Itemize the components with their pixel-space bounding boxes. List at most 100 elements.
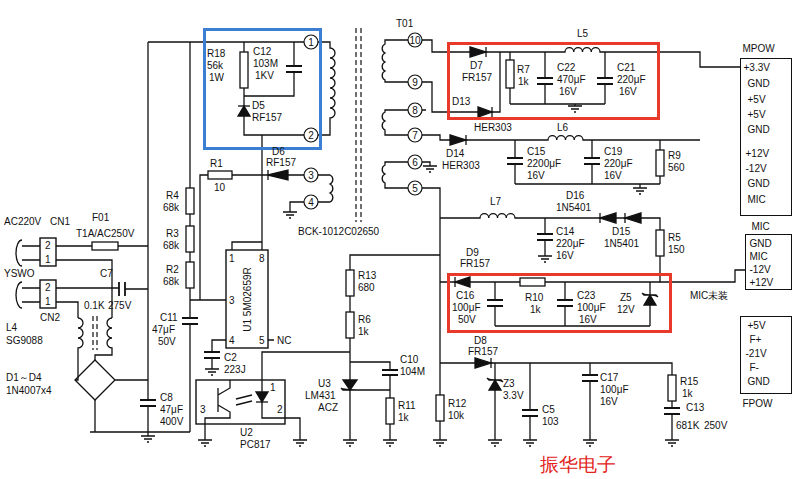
pin-label: +12V: [750, 277, 774, 288]
part-label: R13: [358, 270, 376, 281]
ground-symbol: [198, 440, 212, 446]
capacitor-symbol: [140, 400, 156, 406]
diode-symbol: [470, 47, 486, 57]
diode-symbol: [450, 135, 466, 145]
part-label: R5: [668, 232, 681, 243]
component-label: Z5: [620, 292, 632, 303]
part-label: R4: [166, 190, 179, 201]
part-label: 400V: [160, 416, 183, 427]
part-label: 1k: [358, 326, 369, 337]
pin-number: 6: [412, 157, 418, 168]
part-label: R1: [210, 158, 223, 169]
part-label: T01: [396, 18, 413, 29]
connector-title: MIC: [752, 221, 770, 232]
part-label: L7: [490, 196, 501, 207]
part-label: C2: [224, 352, 237, 363]
part-label: FR157: [460, 258, 490, 269]
resistor-symbol: [436, 395, 444, 421]
part-label: U2: [240, 427, 253, 438]
pin-number: 7: [412, 130, 418, 141]
ic-body: [226, 250, 268, 348]
part-label: D15: [612, 226, 630, 237]
ground-symbol: [141, 432, 155, 442]
diode-symbol: [455, 277, 470, 287]
pin-number: 9: [412, 77, 418, 88]
part-label: LM431: [305, 390, 336, 401]
part-label: 10k: [448, 410, 464, 421]
pin-label: -21V: [746, 348, 767, 359]
pin-label: GND: [748, 78, 770, 89]
part-label: CN2: [40, 312, 60, 323]
part-label: C19: [604, 146, 622, 157]
component-label: D5: [252, 100, 265, 111]
wire: [544, 218, 545, 256]
part-label: R2: [166, 264, 179, 275]
part-label: 1k: [682, 388, 693, 399]
wire: [515, 140, 660, 184]
pin-label: GND: [748, 376, 770, 387]
wire: [440, 363, 672, 440]
transformer-core: [93, 316, 97, 350]
part-label: D6: [272, 146, 285, 157]
part-label: D1～D4: [6, 372, 42, 383]
pin-label: F-: [750, 362, 759, 373]
diode-symbol: [599, 213, 600, 223]
component-label: 103M: [253, 58, 278, 69]
diode-symbol: [475, 358, 491, 368]
wire: [16, 40, 700, 440]
connector-box: MPOW+3.3VGND+5V+5VGND+12V-12VGNDMIC: [740, 58, 792, 216]
part-label: R3: [166, 228, 179, 239]
part-label: 560: [668, 162, 685, 173]
watermark: 振华电子: [540, 453, 616, 475]
component-label: 16V: [559, 86, 577, 97]
wire: [382, 162, 408, 188]
part-label: 1N5401: [556, 202, 591, 213]
transformer-core: [93, 28, 361, 350]
pin-label: +3.3V: [744, 62, 770, 73]
optocoupler-body: [196, 380, 285, 424]
pin-number: 8: [259, 253, 265, 264]
diode-symbol: [267, 170, 268, 180]
resistor-symbol: [520, 278, 545, 286]
pin-circle: [304, 195, 318, 209]
part-label: 103: [542, 416, 559, 427]
wire: [422, 110, 430, 166]
part-label: 223J: [224, 364, 246, 375]
part-label: D9: [466, 247, 479, 258]
ground-symbol: [141, 104, 679, 446]
part-label: BCK-1012C02650: [298, 226, 379, 237]
pin-number: 8: [412, 105, 418, 116]
wire: [262, 352, 350, 440]
wire: [382, 40, 408, 82]
resistor-symbol: [186, 262, 194, 288]
part-label: L4: [6, 322, 17, 333]
pin-number: 3: [229, 295, 235, 306]
ic-body: [40, 238, 268, 348]
ic-body: [40, 238, 56, 266]
resistor-symbol: [656, 230, 664, 256]
resistor-symbol: [92, 242, 118, 250]
part-label: 2200μF: [527, 158, 561, 169]
pin-circle: [408, 75, 422, 89]
diode-symbol: [343, 380, 357, 390]
component-label: 16V: [619, 86, 637, 97]
highlight-box: C16100μF50VR101kC23100μF16VZ512V: [447, 273, 672, 333]
pin-circle: [408, 155, 422, 169]
pin-label: F+: [750, 334, 762, 345]
pin-label: MIC: [748, 194, 766, 205]
pin-number: 1: [270, 382, 276, 393]
component-label: C16: [456, 290, 474, 301]
pin-number: 1: [308, 37, 314, 48]
part-label: FR157: [468, 346, 498, 357]
part-label: 275V: [108, 300, 131, 311]
component-label: C21: [617, 62, 635, 73]
diode-symbol: [600, 213, 616, 223]
ground-symbol: [283, 208, 297, 218]
diode-symbol: [491, 107, 492, 117]
pin-number: 4: [308, 197, 314, 208]
component-label: R18: [207, 48, 225, 59]
component-label: R7: [517, 64, 530, 75]
ground-symbol: [343, 440, 357, 446]
resistor-symbol: [346, 312, 354, 338]
